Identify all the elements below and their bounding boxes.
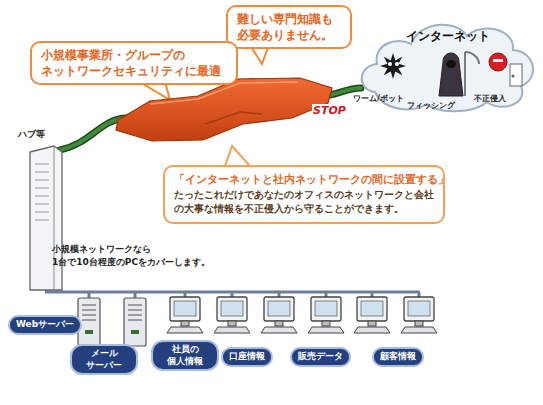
node-text: ハブ等 [18,128,70,141]
hub-vent [35,196,49,197]
pc-keyboard [167,327,203,333]
hub-vent [35,212,49,213]
server-slot [82,310,96,311]
pc-keyboard [354,327,390,333]
pc-monitor [404,297,434,321]
hub: ハブ等 [18,128,70,294]
pc-stand [368,321,376,326]
pc-screen [268,301,290,316]
phishing-face [446,60,456,68]
worm-eye [395,62,399,66]
bus-drop [134,292,137,298]
server-slot [128,305,142,306]
hub-shape [18,144,70,294]
pc-screen [361,301,383,316]
bus-drop [231,292,234,297]
node-text: 社員の 個人情報 [159,344,211,367]
label-bubble: メール サーバー [70,344,138,375]
hub-vent [35,180,49,181]
phishing-scythe [464,52,466,96]
pc-screen [408,301,430,316]
server-tower [124,298,146,346]
node-body: たったこれだけであなたのオフィスのネットワークと会社の大事な情報を不正侵入から守… [174,188,434,217]
phishing-icon [439,53,463,96]
worm-eye [388,62,392,66]
node-text: 小規模事業所・グループの ネットワークセキュリティに最適 [41,47,227,79]
pc-monitor [170,297,200,321]
phishing-blade [465,52,479,64]
bus-drop [88,292,91,298]
label-bubble: 販売データ [290,347,351,367]
node-text: メール サーバー [78,348,130,371]
device-highlight [150,82,298,104]
hub-vent [35,164,49,165]
stop-label: STOP [312,104,347,117]
door-icon [510,64,522,86]
pc-keyboard [261,327,297,333]
bus-drop [371,292,374,297]
threat-label: フィッシング [407,100,455,112]
hub-edge [54,146,55,290]
door-knob [512,75,515,78]
threat-label: ワーム/ボット [353,93,404,105]
intruder-mask [493,59,503,62]
bus-drop [184,292,187,297]
note-text: 小規模ネットワークなら 1台で10台程度のPCをカバーします。 [52,243,224,269]
pc-stand [275,321,283,326]
pc-monitor [311,297,341,321]
worm-icon [380,53,406,79]
device-ridge [205,112,262,124]
node-text: 口座情報 [229,351,265,363]
pc-monitor [217,297,247,321]
node-text: 顧客情報 [380,351,416,363]
node-text: インターネット [355,28,540,45]
computers [78,297,437,346]
callout: 難しい専門知識も 必要ありません。 [226,5,352,49]
node-text: 難しい専門知識も 必要ありません。 [237,11,341,43]
server-light [131,330,139,334]
hub-vent [35,204,49,205]
pc-screen [315,301,337,316]
hub-vent [35,220,49,221]
label-bubble: 顧客情報 [372,347,424,367]
server-slot [82,320,96,321]
pc-keyboard [401,327,437,333]
label-bubble: Webサーバー [8,315,82,335]
intruder-icon [489,53,507,71]
server-slot [82,315,96,316]
pc-screen [174,301,196,316]
device-body [116,78,332,141]
label-bubble: 口座情報 [221,347,273,367]
pc-stand [415,321,423,326]
pc-stand [181,321,189,326]
pc-monitor [357,297,387,321]
bus-drop [418,292,421,297]
threat-label: 不正侵入 [474,93,506,105]
pc-stand [322,321,330,326]
hub-vent [35,172,49,173]
hub-tower [30,146,62,290]
bus-drop [325,292,328,297]
label-bubble: 社員の 個人情報 [151,340,219,371]
server-light [85,330,93,334]
node-text: 「インターネットと社内ネットワークの間に設置する」 [174,172,434,188]
server-slot [128,315,142,316]
callout-tail [225,146,250,166]
info-callout: 「インターネットと社内ネットワークの間に設置する」たったこれだけであなたのオフィ… [163,165,445,224]
bus-drop [278,292,281,297]
server-slot [128,310,142,311]
pc-keyboard [308,327,344,333]
server-slot [82,305,96,306]
hub-vent [35,188,49,189]
pc-monitor [264,297,294,321]
node-text: Webサーバー [16,319,74,331]
callout: 小規模事業所・グループの ネットワークセキュリティに最適 [30,41,238,85]
pc-screen [221,301,243,316]
pc-stand [228,321,236,326]
node-text: 販売データ [298,351,343,363]
server-slot [128,320,142,321]
pc-keyboard [214,327,250,333]
